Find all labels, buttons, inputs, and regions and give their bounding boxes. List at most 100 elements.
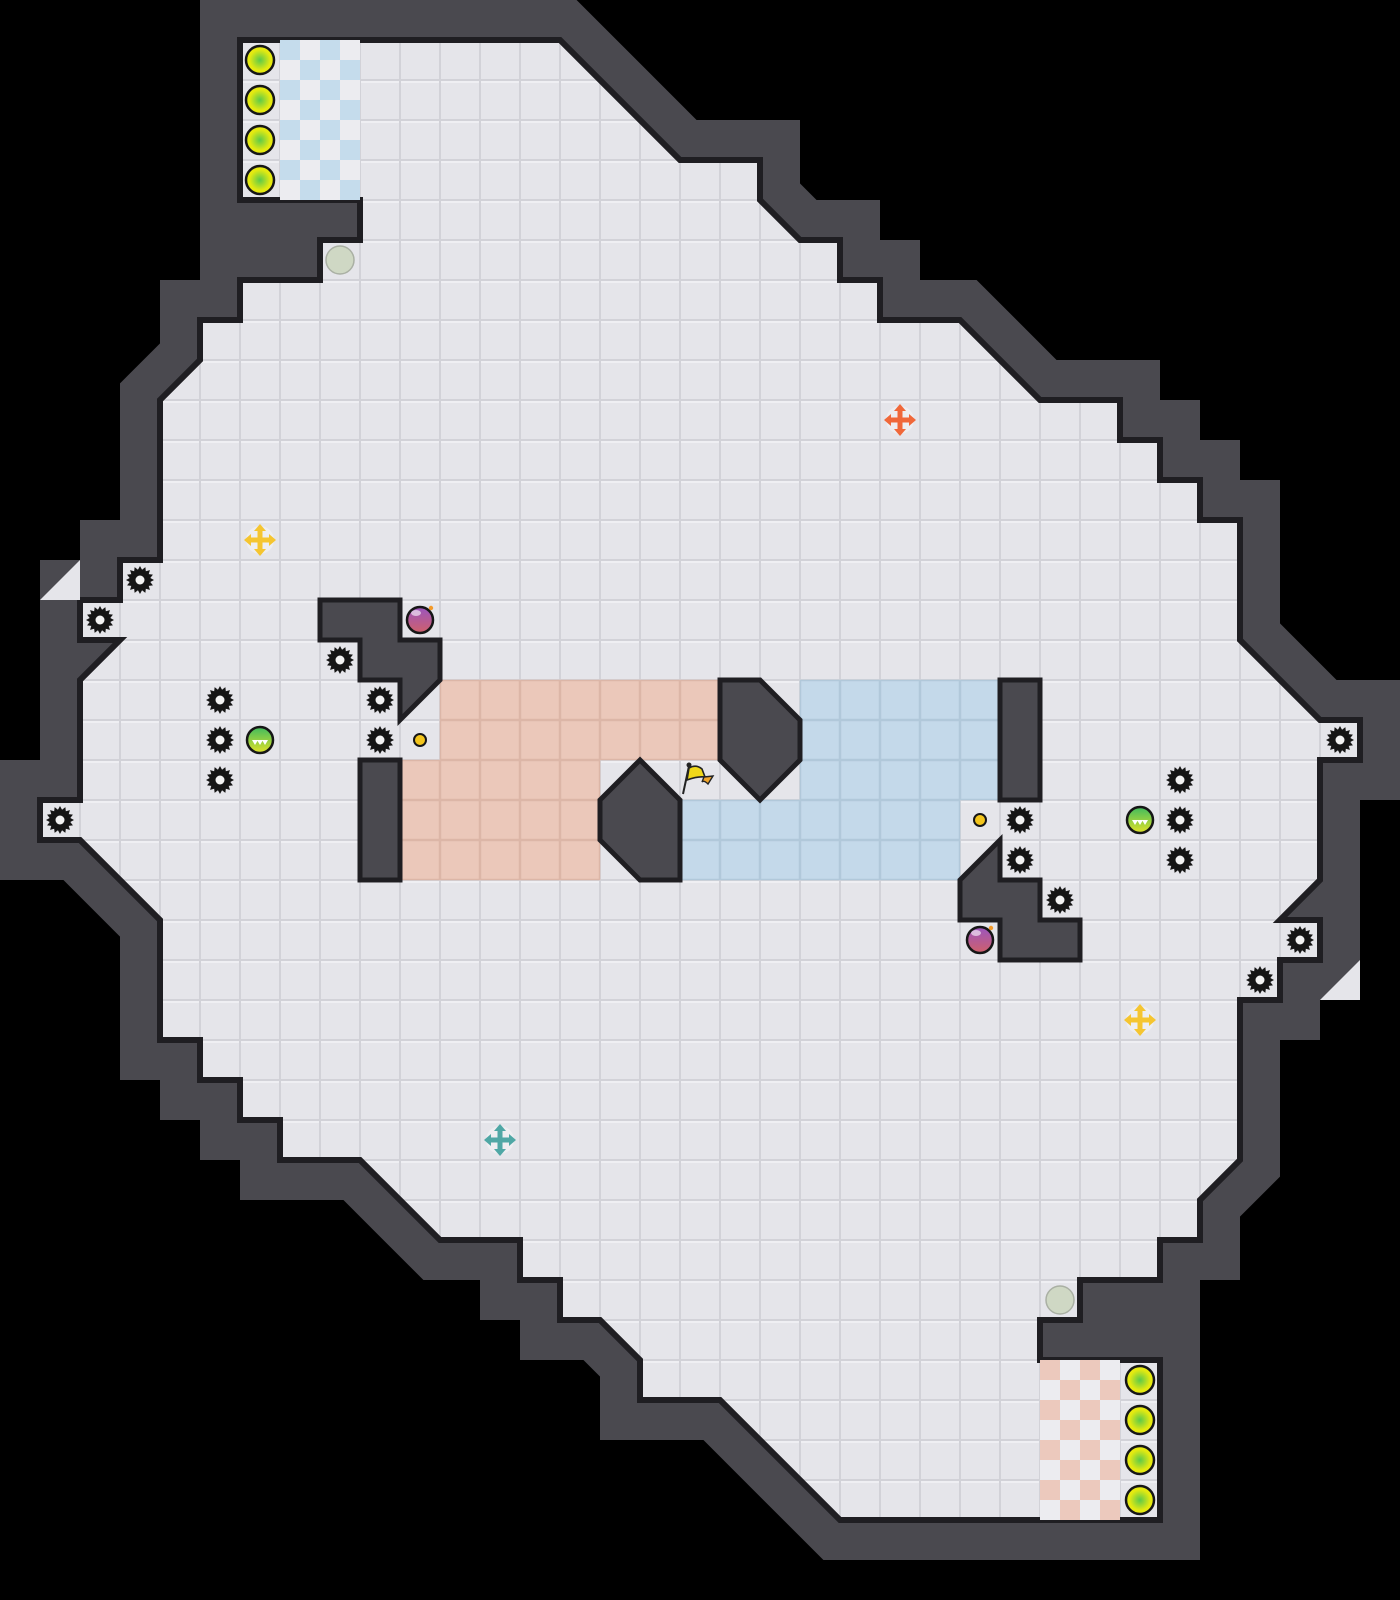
- red-spawn-ball-icon: [1124, 1404, 1156, 1436]
- arrow-down: [1134, 1029, 1146, 1036]
- blue-zone-cell: [759, 839, 801, 881]
- blue-zone-cell: [959, 759, 1001, 801]
- red-spawn-checker: [1040, 1400, 1060, 1420]
- red-spawn-checker: [1040, 1440, 1060, 1460]
- blue-spawn-checker: [300, 120, 320, 140]
- move-arrows-icon: [884, 404, 916, 436]
- red-zone-cell: [519, 799, 561, 841]
- arrow-right: [269, 534, 276, 546]
- gear-hole: [375, 695, 385, 705]
- arena-floor: [37, 37, 1363, 1523]
- red-spawn-checker: [1080, 1400, 1100, 1420]
- red-spawn-checker: [1040, 1380, 1060, 1400]
- gear-icon: [206, 686, 234, 714]
- speed-chevron: [252, 740, 258, 745]
- blue-zone-cell: [839, 839, 881, 881]
- red-spawn-checker: [1080, 1500, 1100, 1520]
- red-zone-cell: [679, 719, 721, 761]
- red-zone-cell: [559, 759, 601, 801]
- gear-hole: [215, 735, 225, 745]
- blue-spawn-ball-icon: [244, 44, 276, 76]
- red-zone-cell: [439, 799, 481, 841]
- team-zones: [280, 40, 1120, 1520]
- gear-hole: [375, 735, 385, 745]
- red-spawn-checker: [1040, 1460, 1060, 1480]
- blue-zone-cell: [879, 679, 921, 721]
- red-spawn-checker: [1080, 1380, 1100, 1400]
- gear-hole: [1015, 855, 1025, 865]
- red-spawn-checker: [1100, 1440, 1120, 1460]
- blue-spawn-checker: [340, 120, 360, 140]
- red-zone-cell: [559, 839, 601, 881]
- move-bar-v: [897, 409, 903, 431]
- arrow-down: [494, 1149, 506, 1156]
- blue-spawn-checker: [280, 40, 300, 60]
- red-spawn-checker: [1080, 1360, 1100, 1380]
- pellet-icon: [973, 813, 987, 827]
- move-bar-v: [1137, 1009, 1143, 1031]
- blue-zone-cell: [919, 839, 961, 881]
- red-zone-cell: [479, 679, 521, 721]
- bomb-fuse: [428, 605, 434, 611]
- red-zone-cell: [519, 759, 561, 801]
- blue-spawn-checker: [280, 80, 300, 100]
- red-spawn-checker: [1100, 1420, 1120, 1440]
- arrow-left: [484, 1134, 491, 1146]
- blue-zone-cell: [959, 679, 1001, 721]
- button-disc-icon: [1045, 1285, 1075, 1315]
- red-spawn-checker: [1060, 1380, 1080, 1400]
- blue-spawn-checker: [320, 120, 340, 140]
- arrow-right: [1149, 1014, 1156, 1026]
- red-spawn-checker: [1060, 1360, 1080, 1380]
- red-zone-cell: [439, 679, 481, 721]
- gear-hole: [95, 615, 105, 625]
- red-spawn-ball-icon: [1124, 1364, 1156, 1396]
- red-spawn-checker: [1060, 1400, 1080, 1420]
- items: [46, 44, 1354, 1516]
- blue-zone-cell: [679, 839, 721, 881]
- floor-tiles: [37, 37, 1363, 1523]
- floor-corner-left: [40, 560, 80, 600]
- red-spawn-checker: [1060, 1420, 1080, 1440]
- blue-spawn-ball-icon: [244, 84, 276, 116]
- bomb-icon: [965, 925, 995, 955]
- red-spawn-checker: [1080, 1420, 1100, 1440]
- flag-pole-tip: [686, 762, 692, 768]
- red-spawn-checker: [1080, 1460, 1100, 1480]
- arrow-left: [884, 414, 891, 426]
- gear-icon: [1166, 766, 1194, 794]
- gear-hole: [135, 575, 145, 585]
- arrow-right: [509, 1134, 516, 1146]
- red-zone-cell: [479, 719, 521, 761]
- blue-zone-cell: [879, 799, 921, 841]
- blue-zone-cell: [919, 679, 961, 721]
- blue-zone-cell: [959, 719, 1001, 761]
- blue-spawn-checker: [300, 100, 320, 120]
- floor-corner-right: [1320, 960, 1360, 1000]
- blue-zone-cell: [719, 839, 761, 881]
- blue-spawn-checker: [320, 180, 340, 200]
- blue-spawn-checker: [340, 40, 360, 60]
- blue-spawn-checker: [300, 40, 320, 60]
- blue-spawn-checker: [340, 140, 360, 160]
- red-spawn-ball-icon: [1124, 1484, 1156, 1516]
- gear-icon: [86, 606, 114, 634]
- blue-zone-cell: [799, 839, 841, 881]
- speed-ball-icon: [1125, 805, 1155, 835]
- blue-spawn-ball-icon: [244, 164, 276, 196]
- arrow-up: [494, 1124, 506, 1131]
- gear-hole: [1175, 855, 1185, 865]
- gear-hole: [1295, 935, 1305, 945]
- speed-ball-icon: [245, 725, 275, 755]
- wall-block: [957, 833, 1083, 963]
- arrow-down: [894, 429, 906, 436]
- red-spawn-checker: [1080, 1480, 1100, 1500]
- arrow-up: [254, 524, 266, 531]
- red-spawn-checker: [1100, 1400, 1120, 1420]
- blue-zone-cell: [879, 719, 921, 761]
- arrow-right: [909, 414, 916, 426]
- blue-zone-cell: [799, 679, 841, 721]
- blue-spawn-checker: [340, 100, 360, 120]
- pellet-icon: [413, 733, 427, 747]
- wall-block: [997, 677, 1043, 803]
